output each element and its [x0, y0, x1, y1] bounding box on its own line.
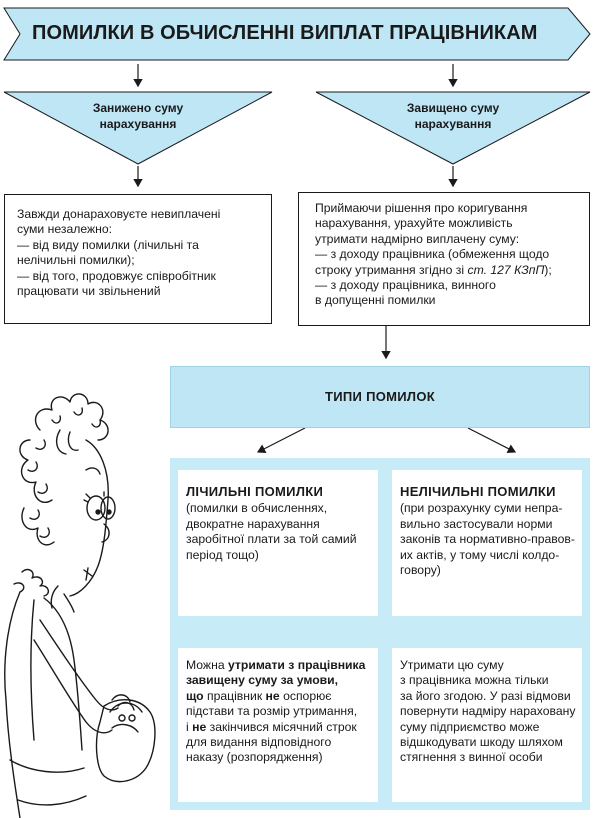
noncountable-result-line: стягнення з винної особи — [400, 750, 543, 765]
countable-errors-card: ЛІЧИЛЬНІ ПОМИЛКИ (помилки в обчисленнях,… — [178, 470, 378, 616]
left-triangle — [3, 91, 273, 165]
right-branch-label-line: нарахування — [414, 117, 492, 131]
right-box-line: в допущенні помилки — [315, 293, 436, 308]
noncountable-result-line: Утримати цю суму — [400, 658, 504, 672]
noncountable-desc-line: (при розрахунку суми непра- — [400, 501, 563, 516]
left-box-line: суми незалежно: — [17, 222, 113, 237]
countable-result-line: завищену суму за умови, — [186, 673, 339, 688]
title-arrow-shape — [3, 7, 591, 61]
countable-result-text: і — [186, 719, 193, 734]
law-reference: ст. 127 КЗпП — [467, 262, 545, 277]
countable-result-line: що працівник не оспорює — [186, 689, 374, 704]
noncountable-result-line: з працівника можна тільки — [400, 673, 549, 688]
countable-desc-line: заробітної плати за той самий — [186, 532, 357, 547]
right-box-line: — з доходу працівника (обмеження щодо — [315, 247, 550, 262]
types-header: ТИПИ ПОМИЛОК — [170, 366, 590, 428]
right-box-line: — з доходу працівника, винного — [315, 278, 496, 293]
countable-result-line: для видання відповідного — [186, 735, 332, 750]
countable-desc-line: період тощо) — [186, 547, 259, 562]
left-box-line: працювати чи звільнений — [17, 284, 161, 299]
noncountable-result-card: Утримати цю суму з працівника можна тіль… — [392, 648, 582, 802]
noncountable-desc-line: их актів, у тому числі колдо- — [400, 547, 560, 562]
right-box-line: нарахування, урахуйте можливість — [315, 216, 513, 231]
right-box-line: строку утримання згідно зі ст. 127 КЗпП)… — [315, 263, 581, 278]
right-box-text: ); — [544, 262, 552, 277]
countable-result-text: працівник — [203, 688, 266, 703]
countable-result-line: наказу (розпорядження) — [186, 750, 323, 765]
countable-result-emphasis: не — [265, 688, 280, 703]
right-box-text: строку утримання згідно зі — [315, 262, 468, 277]
noncountable-desc-line: вильно застосували норми — [400, 516, 553, 531]
countable-result-text: Можна — [186, 658, 228, 672]
left-branch-label-line: нарахування — [99, 117, 177, 131]
countable-result-emphasis: що — [186, 688, 204, 703]
noncountable-result-line: за його згодою. У разі відмови — [400, 688, 571, 703]
left-branch-label: Занижено суму нарахування — [48, 100, 228, 132]
countable-errors-heading: ЛІЧИЛЬНІ ПОМИЛКИ — [186, 484, 324, 499]
arrow-types-left — [256, 427, 306, 454]
left-box-line: Завжди донараховуєте невиплачені — [17, 207, 221, 221]
diagram-title: ПОМИЛКИ В ОБЧИСЛЕННІ ВИПЛАТ ПРАЦІВНИКАМ — [32, 22, 538, 44]
right-box-line: Приймаючи рішення про коригування — [315, 201, 528, 215]
left-branch-box: Завжди донараховуєте невиплачені суми не… — [4, 194, 272, 324]
countable-result-emphasis: утримати з працівника — [227, 658, 366, 672]
countable-desc-line: двократне нарахування — [186, 516, 320, 531]
countable-result-text: оспорює — [279, 688, 332, 703]
left-box-line: — від виду помилки (лічильні та — [17, 237, 199, 252]
right-triangle — [315, 91, 591, 165]
noncountable-desc-line: говору) — [400, 563, 441, 578]
types-title: ТИПИ ПОМИЛОК — [325, 389, 435, 404]
right-branch-label-line: Завищено суму — [406, 101, 500, 115]
noncountable-errors-card: НЕЛІЧИЛЬНІ ПОМИЛКИ (при розрахунку суми … — [392, 470, 582, 616]
countable-result-text: закінчився місячний строк — [206, 719, 357, 734]
countable-desc-line: (помилки в обчисленнях, — [186, 501, 328, 516]
right-box-line: утримати надмірно виплачену суму: — [315, 231, 520, 246]
countable-result-line: підстави та розмір утримання, — [186, 704, 358, 719]
left-box-line: — від того, продовжує співробітник — [17, 268, 216, 283]
noncountable-result-line: відшкодувати шкоду шляхом — [400, 735, 563, 750]
left-box-line: нелічильні помилки); — [17, 253, 135, 268]
countable-result-line: і не закінчився місячний строк — [186, 720, 374, 735]
noncountable-desc-line: законів та нормативно-правов- — [400, 532, 575, 547]
noncountable-result-line: суму підприємство може — [400, 719, 540, 734]
countable-result-line: Можна утримати з працівника — [186, 658, 374, 673]
countable-result-card: Можна утримати з працівника завищену сум… — [178, 648, 378, 802]
noncountable-errors-heading: НЕЛІЧИЛЬНІ ПОМИЛКИ — [400, 484, 556, 499]
right-branch-label: Завищено суму нарахування — [363, 100, 543, 132]
left-branch-label-line: Занижено суму — [92, 101, 184, 115]
noncountable-result-line: повернути надміру нараховану — [400, 704, 576, 719]
right-branch-box: Приймаючи рішення про коригування нараху… — [298, 192, 590, 326]
countable-result-emphasis: не — [192, 719, 207, 734]
arrow-types-right — [467, 427, 517, 454]
